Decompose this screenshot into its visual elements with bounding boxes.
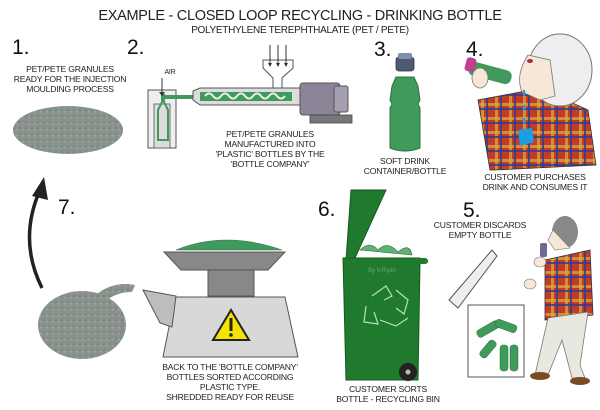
step-5-number: 5. (463, 199, 481, 222)
step-1-number: 1. (12, 36, 30, 59)
granule-pile-7 (38, 284, 135, 359)
step-2-caption: PET/PETE GRANULES MANUFACTURED INTO 'PLA… (215, 129, 325, 169)
granule-pile-1 (13, 106, 123, 154)
cycle-arrow (27, 177, 48, 289)
step-3-number: 3. (374, 38, 392, 61)
soft-drink-bottle (389, 53, 421, 152)
recycling-bin: By V.Ryan (342, 189, 429, 381)
step-2-number: 2. (127, 36, 145, 59)
injection-moulding-machine (147, 45, 353, 149)
step-4-caption: CUSTOMER PURCHASES DRINK AND CONSUMES IT (482, 172, 588, 192)
step-6-number: 6. (318, 198, 336, 221)
step-1-caption: PET/PETE GRANULES READY FOR THE INJECTIO… (13, 64, 127, 94)
step-6-caption: CUSTOMER SORTS BOTTLE - RECYCLING BIN (336, 384, 440, 404)
diagram-subtitle: POLYETHYLENE TEREPHTHALATE (PET / PETE) (191, 25, 409, 36)
step-7-caption: BACK TO THE 'BOTTLE COMPANY' BOTTLES SOR… (162, 362, 298, 402)
customer-discarding (448, 216, 594, 385)
bin-credit: By V.Ryan (368, 268, 396, 274)
step-5-caption: CUSTOMER DISCARDS EMPTY BOTTLE (433, 220, 527, 240)
air-label: AIR (164, 69, 176, 76)
step-4-number: 4. (466, 38, 484, 61)
step-7-number: 7. (58, 196, 76, 219)
shredder-machine (142, 239, 299, 358)
customer-drinking (464, 33, 597, 171)
diagram-title: EXAMPLE - CLOSED LOOP RECYCLING - DRINKI… (98, 8, 502, 24)
step-3-caption: SOFT DRINK CONTAINER/BOTTLE (363, 156, 447, 176)
